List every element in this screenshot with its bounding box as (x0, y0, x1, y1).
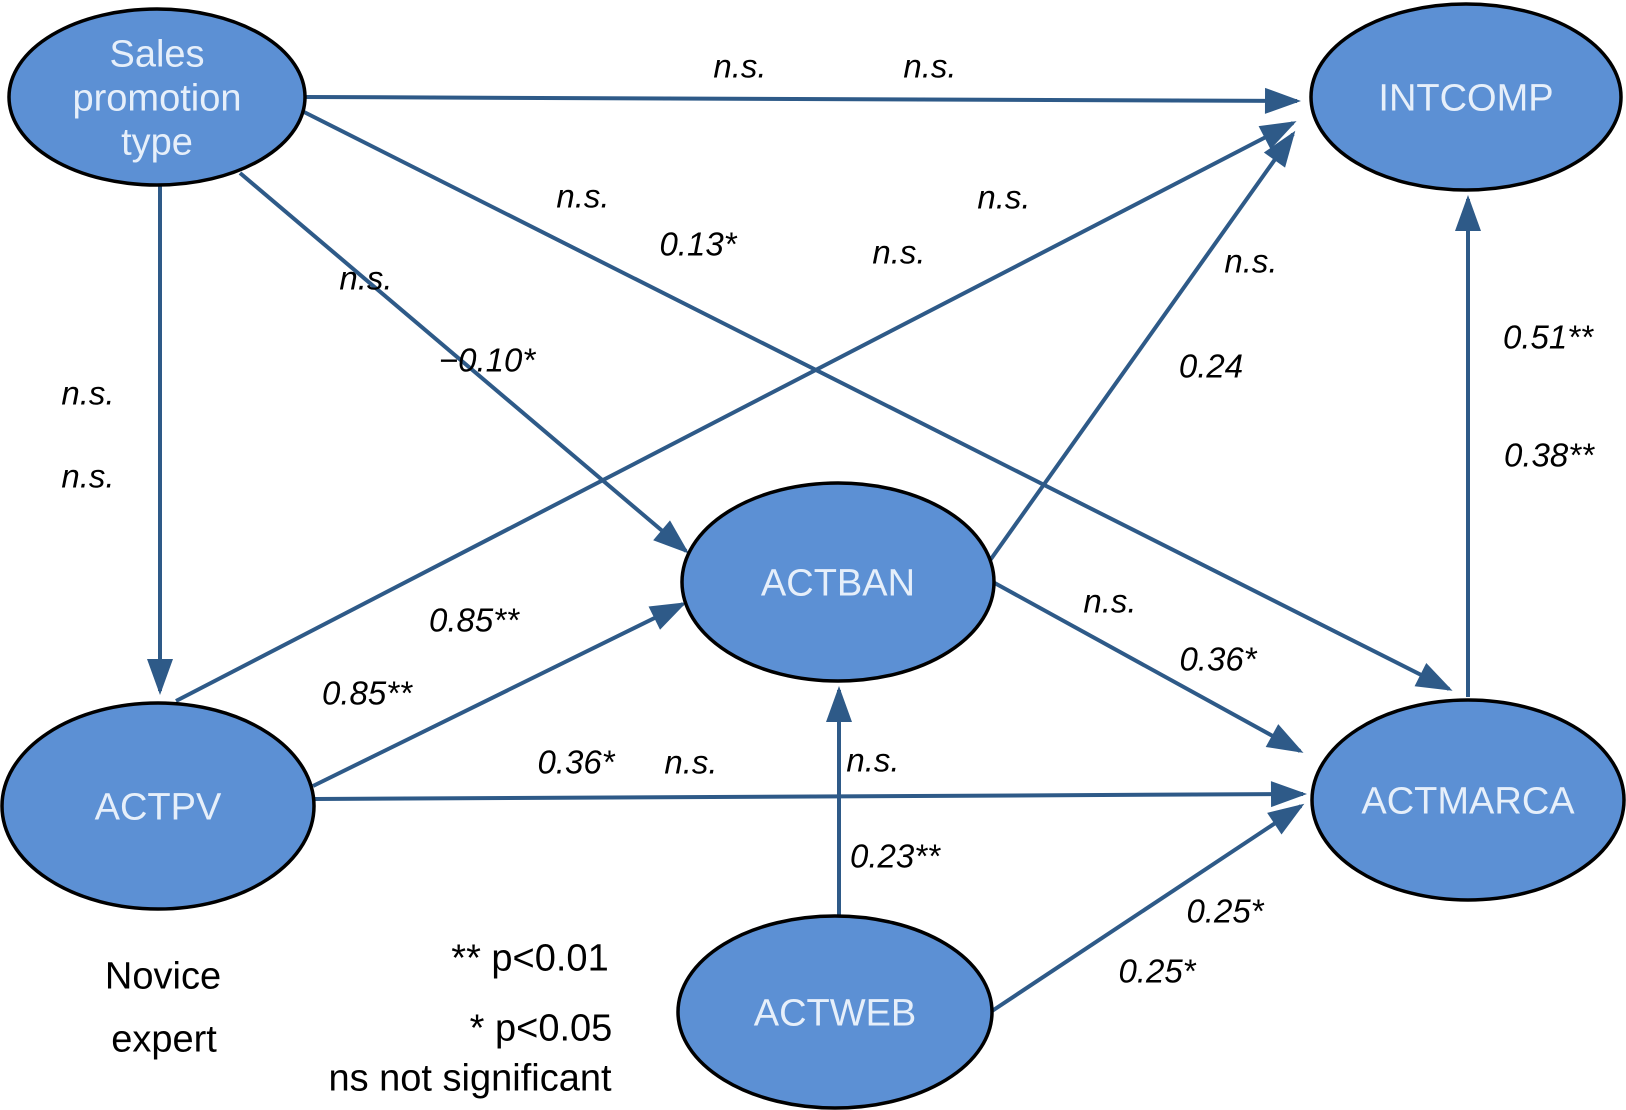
edge-label-actweb-to-actban: 0.23** (850, 838, 941, 875)
actweb-ellipse (676, 914, 994, 1110)
edge-label-actweb-to-actmarca: 0.25* (1118, 953, 1196, 990)
group-label-expert: expert (111, 1018, 217, 1060)
edge-label-sales-promotion-type-to-intcomp: n.s. (903, 48, 956, 85)
actmarca-ellipse (1310, 698, 1626, 902)
legend-ns: ns not significant (328, 1057, 611, 1099)
edge-label-sales-promotion-type-to-actban: n.s. (339, 260, 392, 297)
edge-label-sales-promotion-type-to-actmarca: n.s. (556, 178, 609, 215)
group-label-novice: Novice (105, 955, 221, 997)
edge-sales-promotion-type-to-intcomp (304, 87, 1301, 114)
edge-label-actpv-to-intcomp: n.s. (872, 234, 925, 271)
node-actban: ACTBAN (680, 481, 996, 683)
legend-p005: * p<0.05 (470, 1007, 613, 1049)
edge-label-actweb-to-actmarca: 0.25* (1186, 893, 1264, 930)
sales-promotion-type-ellipse (7, 7, 307, 187)
node-actmarca: ACTMARCA (1310, 698, 1626, 902)
edge-actpv-to-actban (312, 602, 687, 788)
edge-label-actpv-to-actmarca: 0.36* (537, 744, 615, 781)
edge-label-actban-to-actmarca: 0.36* (1179, 641, 1257, 678)
edge-label-actban-to-actmarca: n.s. (1083, 583, 1136, 620)
edge-label-sales-promotion-type-to-actban: −0.10* (439, 342, 536, 379)
edge-actban-to-actmarca (990, 579, 1304, 753)
edge-label-actban-to-intcomp: n.s. (1224, 243, 1277, 280)
edge-label-actpv-to-actmarca: n.s. (664, 744, 717, 781)
intcomp-ellipse (1309, 2, 1623, 192)
intcomp-label: INTCOMP (1378, 77, 1553, 119)
edge-label-actban-to-intcomp: 0.24 (1179, 348, 1243, 385)
edge-sales-promotion-type-to-actmarca (303, 110, 1453, 691)
actpv-label: ACTPV (95, 786, 222, 828)
edge-sales-promotion-type-to-actban (238, 171, 690, 554)
node-actpv: ACTPV (0, 701, 316, 911)
legend-p001: ** p<0.01 (451, 937, 608, 979)
edge-label-actpv-to-intcomp: n.s. (977, 179, 1030, 216)
actban-ellipse (680, 481, 996, 683)
actpv-ellipse (0, 701, 316, 911)
edge-label-actmarca-to-intcomp: 0.38** (1504, 437, 1595, 474)
actweb-label: ACTWEB (754, 992, 917, 1034)
edge-label-sales-promotion-type-to-actpv: n.s. (61, 375, 114, 412)
edge-label-sales-promotion-type-to-actmarca: 0.13* (659, 226, 737, 263)
edge-actpv-to-intcomp (175, 121, 1297, 703)
edge-label-actweb-to-actban: n.s. (846, 742, 899, 779)
edge-label-sales-promotion-type-to-intcomp: n.s. (713, 48, 766, 85)
node-intcomp: INTCOMP (1309, 2, 1623, 192)
edge-label-actmarca-to-intcomp: 0.51** (1503, 319, 1594, 356)
actmarca-label: ACTMARCA (1361, 780, 1575, 822)
edge-actweb-to-actmarca (990, 803, 1305, 1013)
edge-actban-to-intcomp (984, 130, 1296, 568)
edge-actpv-to-actmarca (314, 781, 1307, 808)
node-actweb: ACTWEB (676, 914, 994, 1110)
edge-label-actpv-to-actban: 0.85** (429, 602, 520, 639)
edge-label-sales-promotion-type-to-actpv: n.s. (61, 458, 114, 495)
edge-label-actpv-to-actban: 0.85** (322, 675, 413, 712)
actban-label: ACTBAN (761, 562, 915, 604)
